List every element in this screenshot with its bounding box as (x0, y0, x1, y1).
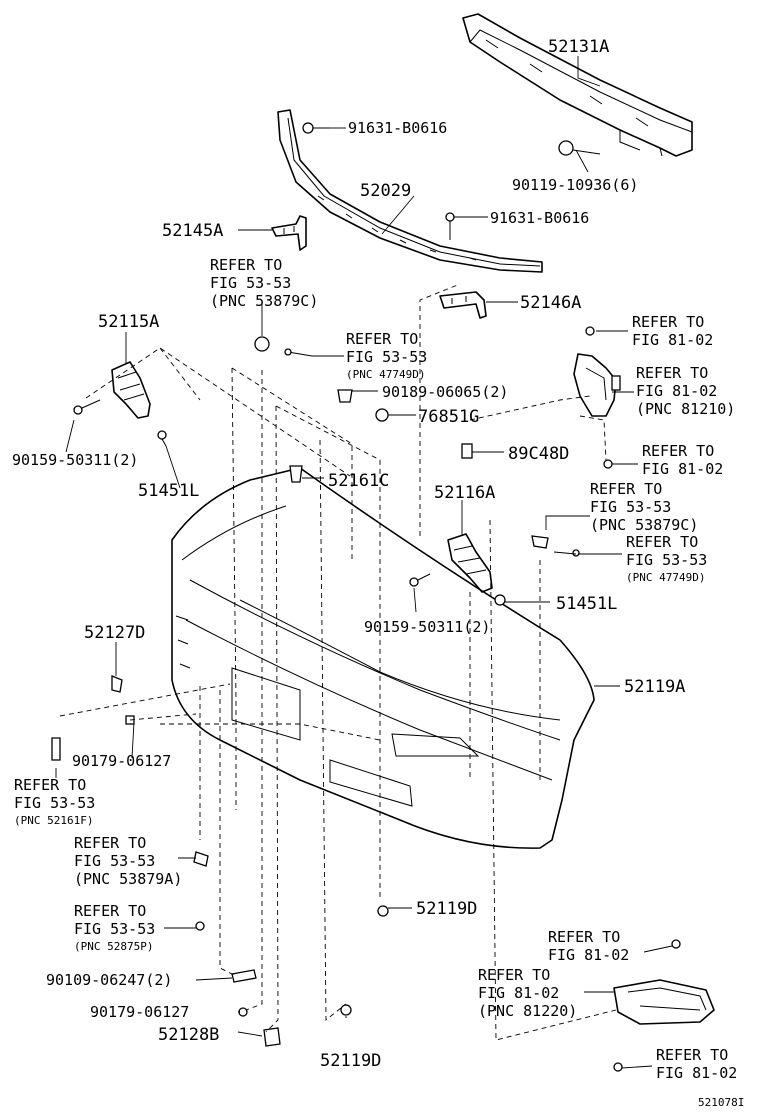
callout-91631-b0616-top: 91631-B0616 (348, 119, 447, 137)
bumper-cover-52119a (171, 467, 595, 849)
callout-refer-53879c-top: REFER TO FIG 53-53 (PNC 53879C) (210, 256, 318, 310)
reinforcement-52029 (277, 109, 543, 273)
callout-52161c: 52161C (328, 471, 389, 491)
callout-90159-50311-right: 90159-50311(2) (364, 618, 490, 636)
callout-refer-47749d-left: REFER TO FIG 53-53 (PNC 47749D) (346, 330, 436, 381)
side-retainer-52115a (111, 361, 151, 419)
parts-drawing (51, 13, 715, 1072)
callout-refer-53879c-right: REFER TO FIG 53-53 (PNC 53879C) (590, 480, 698, 534)
impact-absorber-52131a (462, 13, 693, 157)
callout-refer-81210: REFER TO FIG 81-02 (PNC 81210) (636, 364, 735, 418)
callout-76851g: 76851G (418, 407, 479, 427)
callout-labels: 52131A 91631-B0616 90119-10936(6) 52029 … (12, 37, 744, 1109)
callout-52146a: 52146A (520, 293, 581, 313)
callout-refer-81-02-d: REFER TO FIG 81-02 (656, 1046, 737, 1082)
callout-refer-52161f: REFER TO FIG 53-53 (PNC 52161F) (14, 776, 104, 827)
callout-52119d-bottom: 52119D (320, 1051, 381, 1071)
callout-52119a: 52119A (624, 677, 685, 697)
leader-lines (55, 56, 673, 1069)
callout-52145a: 52145A (162, 221, 223, 241)
callout-52128b: 52128B (158, 1025, 219, 1045)
callout-52115a: 52115A (98, 312, 159, 332)
callout-refer-81-02-a: REFER TO FIG 81-02 (632, 313, 713, 349)
callout-51451l-right: 51451L (556, 594, 617, 614)
callout-52127d: 52127D (84, 623, 145, 643)
callout-refer-81-02-c: REFER TO FIG 81-02 (548, 928, 629, 964)
fog-lamp (613, 979, 715, 1025)
callout-refer-53879a: REFER TO FIG 53-53 (PNC 53879A) (74, 834, 182, 888)
callout-90119-10936: 90119-10936(6) (512, 176, 638, 194)
callout-90159-50311-left: 90159-50311(2) (12, 451, 138, 469)
assembly-guide-lines (59, 283, 617, 1041)
callout-52029: 52029 (360, 181, 411, 201)
callout-89c48d: 89C48D (508, 444, 569, 464)
callout-91631-b0616-mid: 91631-B0616 (490, 209, 589, 227)
callout-refer-81220: REFER TO FIG 81-02 (PNC 81220) (478, 966, 577, 1020)
callout-90179-06127-low: 90179-06127 (90, 1003, 189, 1021)
side-retainer-52116a (447, 533, 493, 593)
callout-refer-52875p: REFER TO FIG 53-53 (PNC 52875P) (74, 902, 164, 953)
callout-90179-06127-mid: 90179-06127 (72, 752, 171, 770)
bracket-52146a (439, 291, 487, 319)
bracket-52145a (271, 215, 307, 251)
callout-90109-06247: 90109-06247(2) (46, 971, 172, 989)
callout-52116a: 52116A (434, 483, 495, 503)
diagram-id: 521078I (698, 1096, 744, 1109)
callout-90189-06065: 90189-06065(2) (382, 383, 508, 401)
side-marker-lamp (573, 353, 621, 417)
callout-refer-47749d-right: REFER TO FIG 53-53 (PNC 47749D) (626, 533, 716, 584)
callout-52131a: 52131A (548, 37, 609, 57)
callout-52119d-right: 52119D (416, 899, 477, 919)
callout-51451l-left: 51451L (138, 481, 199, 501)
callout-refer-81-02-b: REFER TO FIG 81-02 (642, 442, 723, 478)
